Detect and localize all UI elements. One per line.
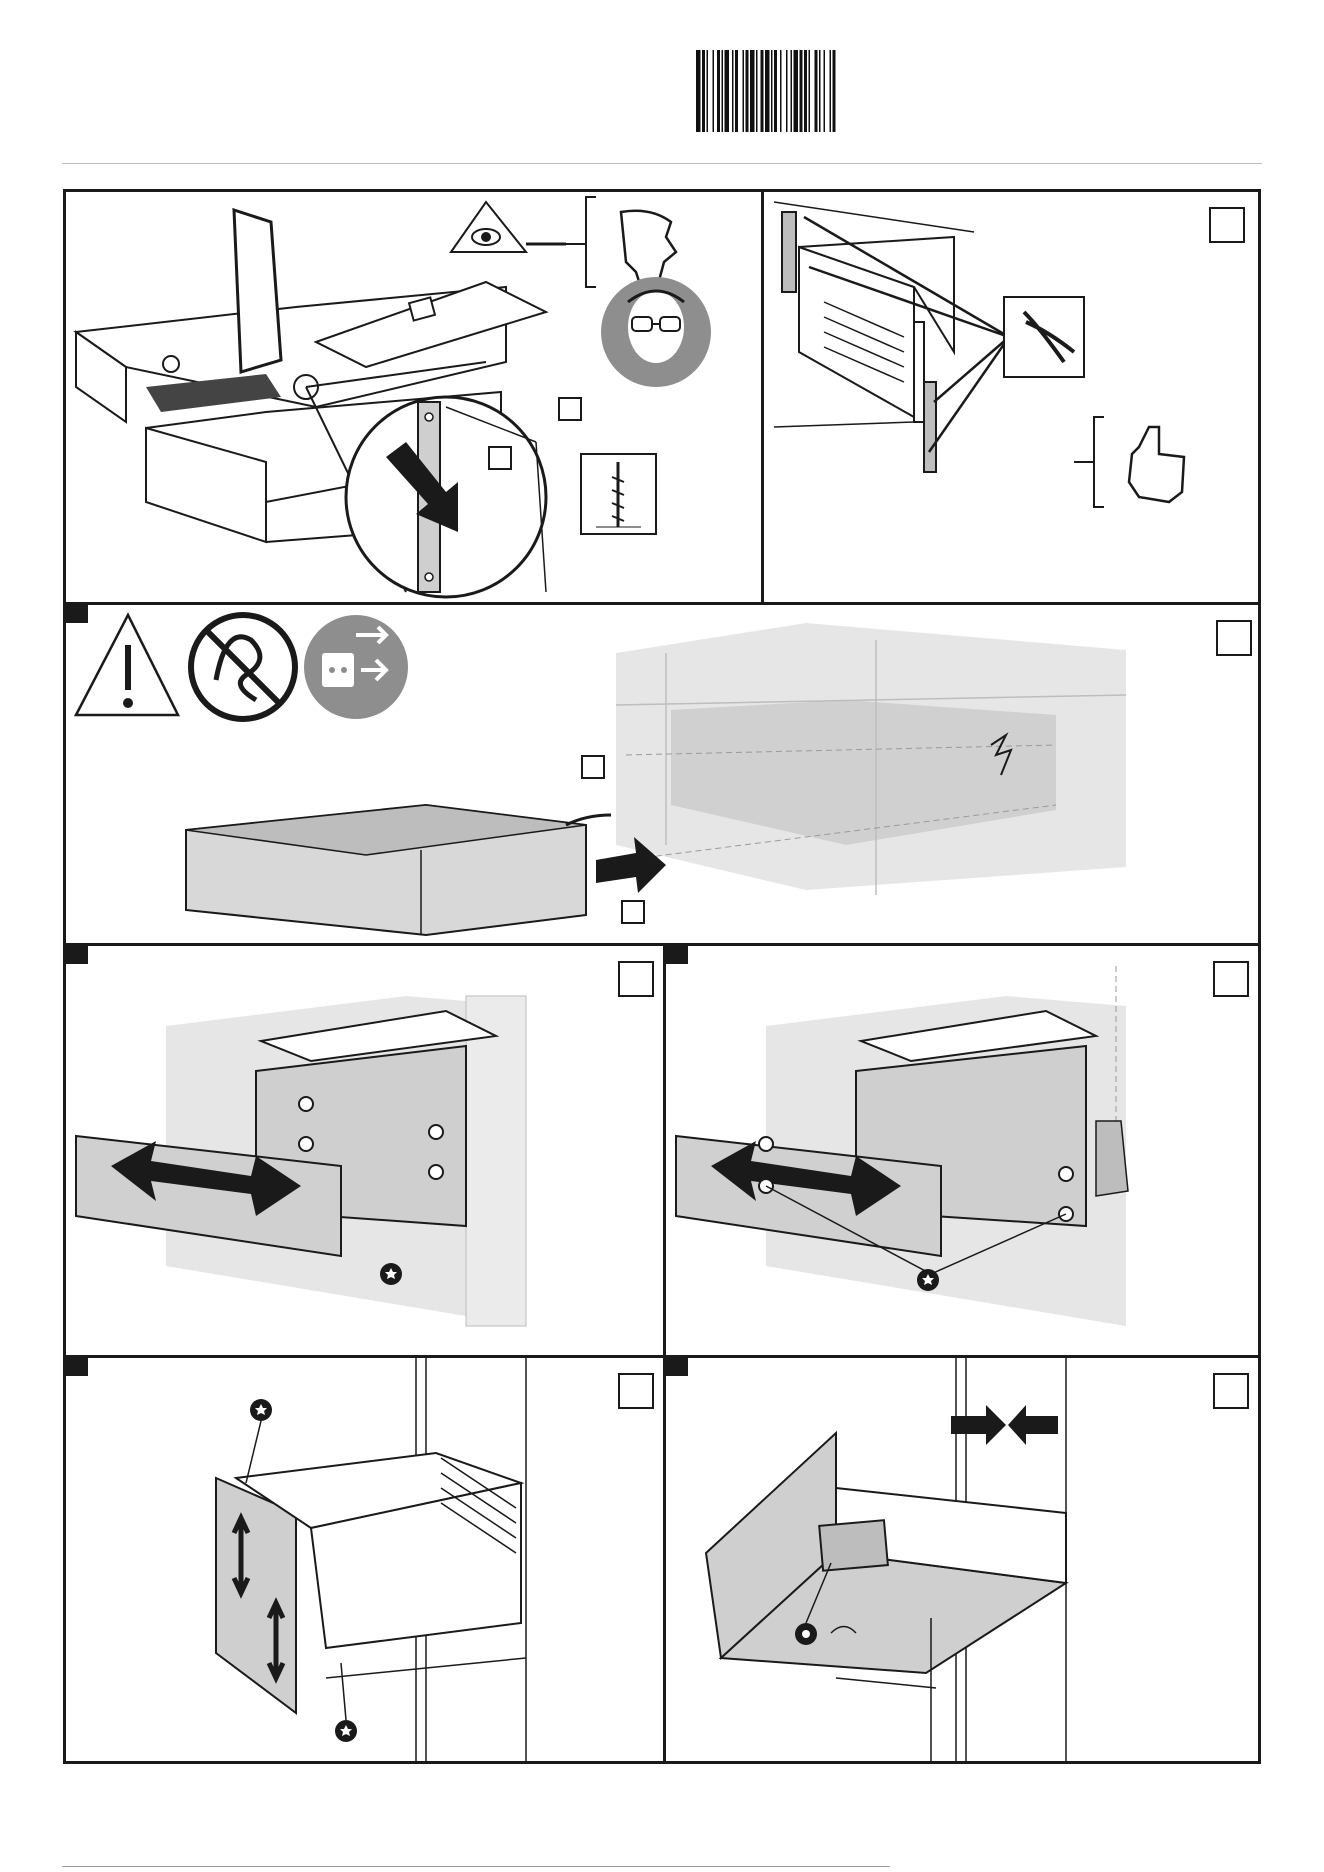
checkbox[interactable] <box>618 961 654 997</box>
panel-6-illustration <box>66 1358 663 1761</box>
checkbox[interactable] <box>1213 961 1249 997</box>
panel-2-illustration <box>764 192 1258 602</box>
panel-4-illustration <box>66 946 663 1355</box>
panel-7 <box>666 1358 1258 1761</box>
panel-4 <box>66 946 663 1355</box>
panel-7-illustration <box>666 1358 1258 1761</box>
panel-1 <box>66 192 761 602</box>
panel-5-illustration <box>666 946 1258 1355</box>
instruction-frame <box>63 189 1261 1764</box>
panel-3-illustration <box>66 605 1258 943</box>
footer-divider <box>62 1866 890 1867</box>
panel-1-illustration <box>66 192 761 602</box>
panel-6 <box>66 1358 663 1761</box>
checkbox[interactable] <box>618 1373 654 1409</box>
checkbox[interactable] <box>621 900 645 924</box>
panel-2 <box>764 192 1258 602</box>
checkbox[interactable] <box>1216 620 1252 656</box>
checkbox[interactable] <box>488 446 512 470</box>
checkbox[interactable] <box>581 755 605 779</box>
checkbox[interactable] <box>1209 207 1245 243</box>
panel-3 <box>66 605 1258 943</box>
panel-5 <box>666 946 1258 1355</box>
barcode <box>696 50 930 132</box>
checkbox[interactable] <box>558 397 582 421</box>
header-divider <box>62 163 1262 164</box>
checkbox[interactable] <box>1213 1373 1249 1409</box>
